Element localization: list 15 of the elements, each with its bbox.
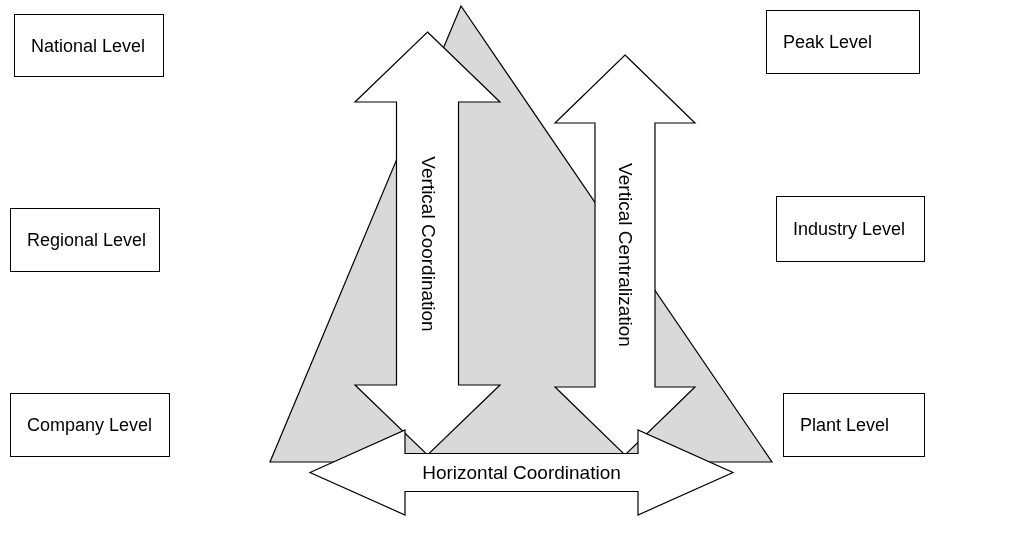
arrow-label: Horizontal Coordination: [422, 461, 621, 484]
level-label: Peak Level: [783, 31, 873, 53]
level-box: [14, 14, 164, 77]
level-label: Industry Level: [793, 218, 906, 240]
level-box: [10, 208, 160, 272]
level-box: [766, 10, 920, 74]
arrow-label: Vertical Coordination: [416, 155, 439, 332]
level-box: [776, 196, 925, 262]
level-box: [783, 393, 925, 457]
level-label: Plant Level: [800, 414, 890, 436]
level-box: [10, 393, 170, 457]
level-label: Regional Level: [27, 229, 147, 251]
arrow-label: Vertical Centralization: [614, 163, 636, 347]
level-label: National Level: [31, 35, 146, 56]
level-label: Company Level: [27, 414, 153, 436]
